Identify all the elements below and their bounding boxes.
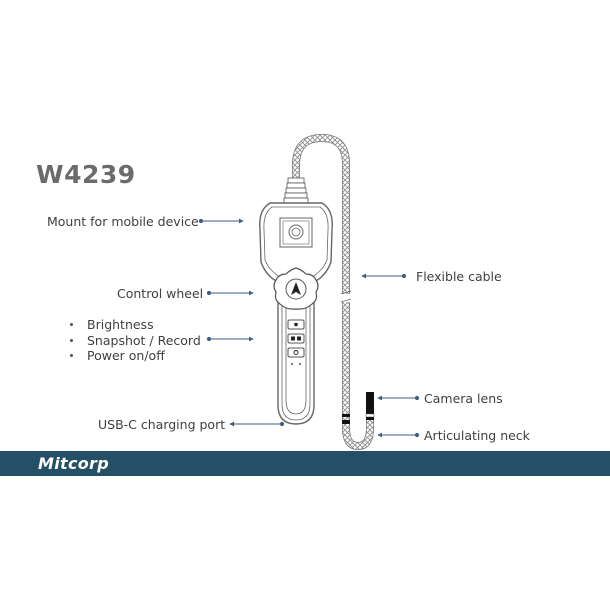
callout-lines <box>198 218 420 438</box>
control-wheel <box>273 267 319 310</box>
flexible-cable <box>292 133 374 451</box>
bullet-icon <box>70 323 73 326</box>
label-articulating-neck: Articulating neck <box>424 428 530 443</box>
label-control-wheel: Control wheel <box>117 286 204 301</box>
brand-logo: Mitcorp <box>38 454 109 473</box>
camera-icon <box>291 336 295 341</box>
label-usb-port: USB-C charging port <box>98 417 226 432</box>
power-button <box>287 347 305 358</box>
model-title: W4239 <box>36 160 136 189</box>
sun-icon <box>294 322 298 327</box>
button-functions-list: Brightness Snapshot / Record Power on/of… <box>68 317 201 364</box>
device-body <box>259 202 333 425</box>
record-icon <box>297 336 301 341</box>
power-icon <box>293 350 299 355</box>
snapshot-record-button <box>287 333 305 344</box>
label-camera-lens: Camera lens <box>424 391 503 406</box>
brand-banner: Mitcorp <box>0 451 610 476</box>
list-item: Snapshot / Record <box>68 333 201 349</box>
label-mount: Mount for mobile device <box>47 214 199 229</box>
label-flexible-cable: Flexible cable <box>416 269 502 284</box>
bullet-icon <box>70 338 73 342</box>
bullet-icon <box>70 354 73 357</box>
strain-relief <box>283 177 309 204</box>
list-item: Power on/off <box>68 348 201 364</box>
arrow-up-icon <box>291 282 301 295</box>
camera-lens-tip <box>365 392 375 420</box>
list-item: Brightness <box>68 317 201 333</box>
